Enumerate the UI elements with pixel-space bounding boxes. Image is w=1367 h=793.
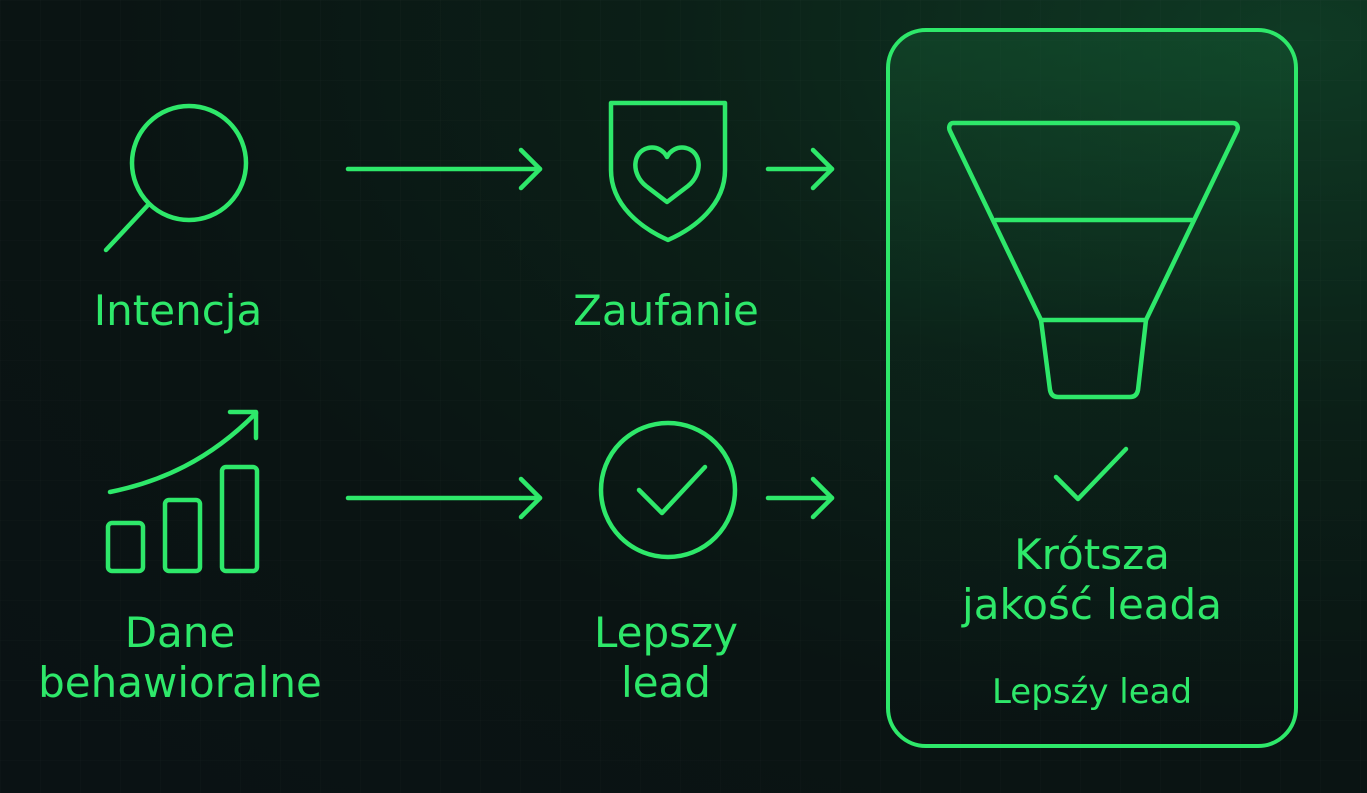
arrow-zaufanie-to-result xyxy=(765,147,835,191)
node-label-lepszy-line2: lead xyxy=(621,658,711,708)
shield-heart-icon xyxy=(608,100,728,243)
arrow-lepszy-to-result xyxy=(765,476,835,520)
result-card-subtitle: Lepsźy lead xyxy=(991,672,1193,712)
node-label-lepszy: Lepszy lead xyxy=(566,608,766,709)
arrow-dane-to-lepszy xyxy=(345,476,543,520)
node-label-dane-line2: behawioralne xyxy=(38,658,322,708)
node-label-lepszy-line1: Lepszy xyxy=(594,608,738,657)
node-label-intencja: Intencja xyxy=(93,286,263,335)
result-card-title-line2: jakość leada xyxy=(962,580,1222,630)
result-card-title-line1: Krótsza xyxy=(1014,530,1170,579)
result-card-title: Krótsza jakość leada xyxy=(890,530,1294,631)
checkmark-icon xyxy=(1053,446,1129,502)
node-label-dane: Dane behawioralne xyxy=(10,608,350,709)
funnel-icon xyxy=(946,120,1241,400)
node-label-zaufanie: Zaufanie xyxy=(573,286,759,335)
bar-chart-growth-icon xyxy=(105,409,260,574)
node-label-dane-line1: Dane xyxy=(124,608,236,657)
magnifier-icon xyxy=(103,103,249,253)
arrow-intencja-to-zaufanie xyxy=(345,147,543,191)
check-circle-icon xyxy=(598,420,738,560)
